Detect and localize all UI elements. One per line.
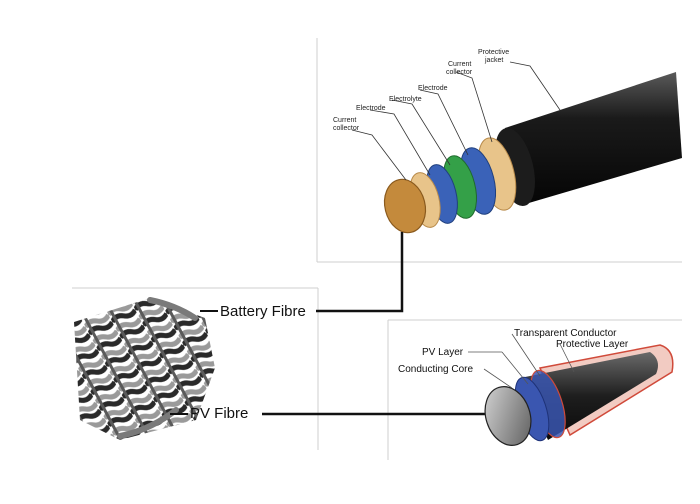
- fabric-swatch: [74, 298, 215, 440]
- label-electrolyte: Electrolyte: [389, 96, 422, 103]
- label-current-collector-inner: Current collector: [333, 117, 360, 132]
- label-battery-fibre: Battery Fibre: [220, 303, 306, 320]
- battery-fibre-strand: [147, 297, 198, 321]
- label-current-collector-outer: Current collector: [446, 61, 473, 76]
- battery-cable: Current collector Electrode Electrolyte …: [333, 49, 682, 234]
- label-electrode-outer: Electrode: [418, 85, 448, 92]
- label-protective-layer: Protective Layer: [556, 339, 629, 350]
- core-face: [383, 178, 427, 234]
- label-electrode-inner: Electrode: [356, 105, 386, 112]
- label-transparent-conductor: Transparent Conductor: [514, 328, 617, 339]
- battery-connector-line: [316, 232, 404, 313]
- label-conducting-core: Conducting Core: [398, 364, 473, 375]
- label-protective-jacket: Protective jacket: [478, 49, 511, 64]
- conducting-core-face: [484, 386, 532, 446]
- protective-jacket: [505, 72, 682, 205]
- label-pv-fibre: PV Fibre: [190, 405, 248, 422]
- panel-frames: [72, 38, 682, 460]
- pv-cable: Transparent Conductor Protective Layer P…: [398, 328, 674, 446]
- label-pv-layer: PV Layer: [422, 347, 464, 358]
